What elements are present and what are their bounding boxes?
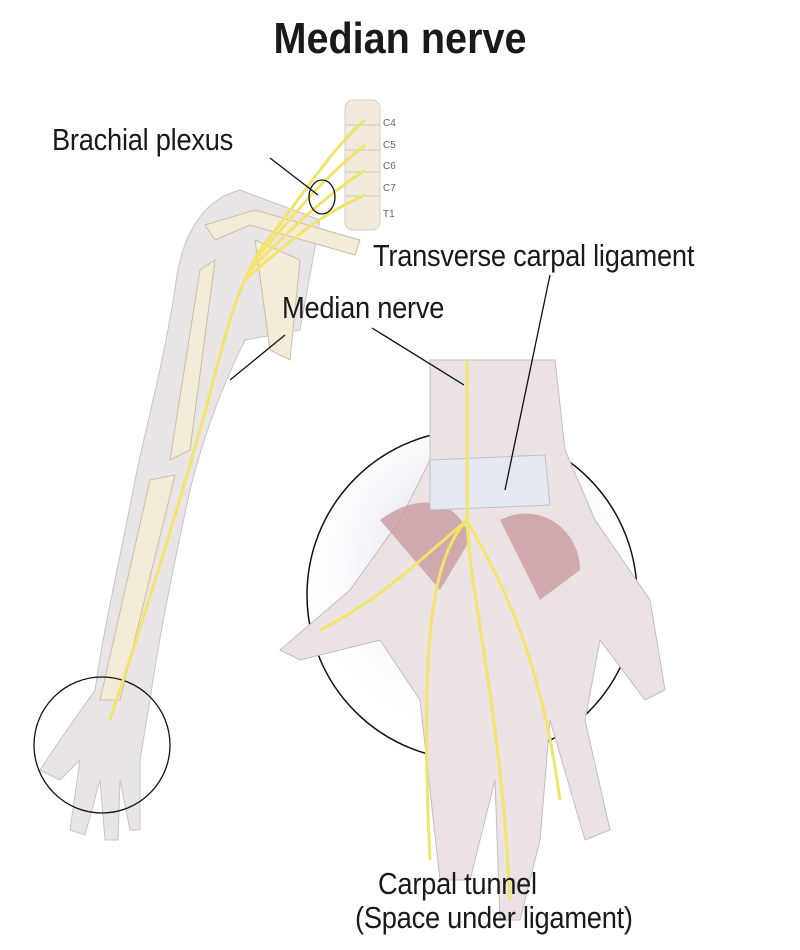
vertebra-label: C5: [383, 140, 396, 151]
page-title: Median nerve: [273, 14, 527, 63]
leader-lines: [229, 157, 551, 491]
vertebra-label: C7: [383, 183, 396, 194]
vertebra-label: C6: [383, 161, 396, 172]
label-median-nerve: Median nerve: [282, 290, 445, 325]
arm: [39, 189, 361, 841]
vertebra-label: T1: [383, 209, 395, 220]
hand: [279, 359, 666, 921]
label-brachial-plexus: Brachial plexus: [52, 122, 234, 157]
label-transverse-carpal-ligament: Transverse carpal ligament: [373, 238, 695, 273]
wrist-highlight-circle: [33, 676, 171, 814]
median-nerve-path: [108, 118, 562, 901]
transverse-carpal-ligament: [429, 454, 551, 511]
label-carpal-tunnel: Carpal tunnel: [378, 866, 537, 901]
vertebra-label: C4: [383, 118, 396, 129]
cervical-spine: [344, 99, 381, 231]
label-carpal-tunnel-subtitle: (Space under ligament): [355, 900, 633, 935]
